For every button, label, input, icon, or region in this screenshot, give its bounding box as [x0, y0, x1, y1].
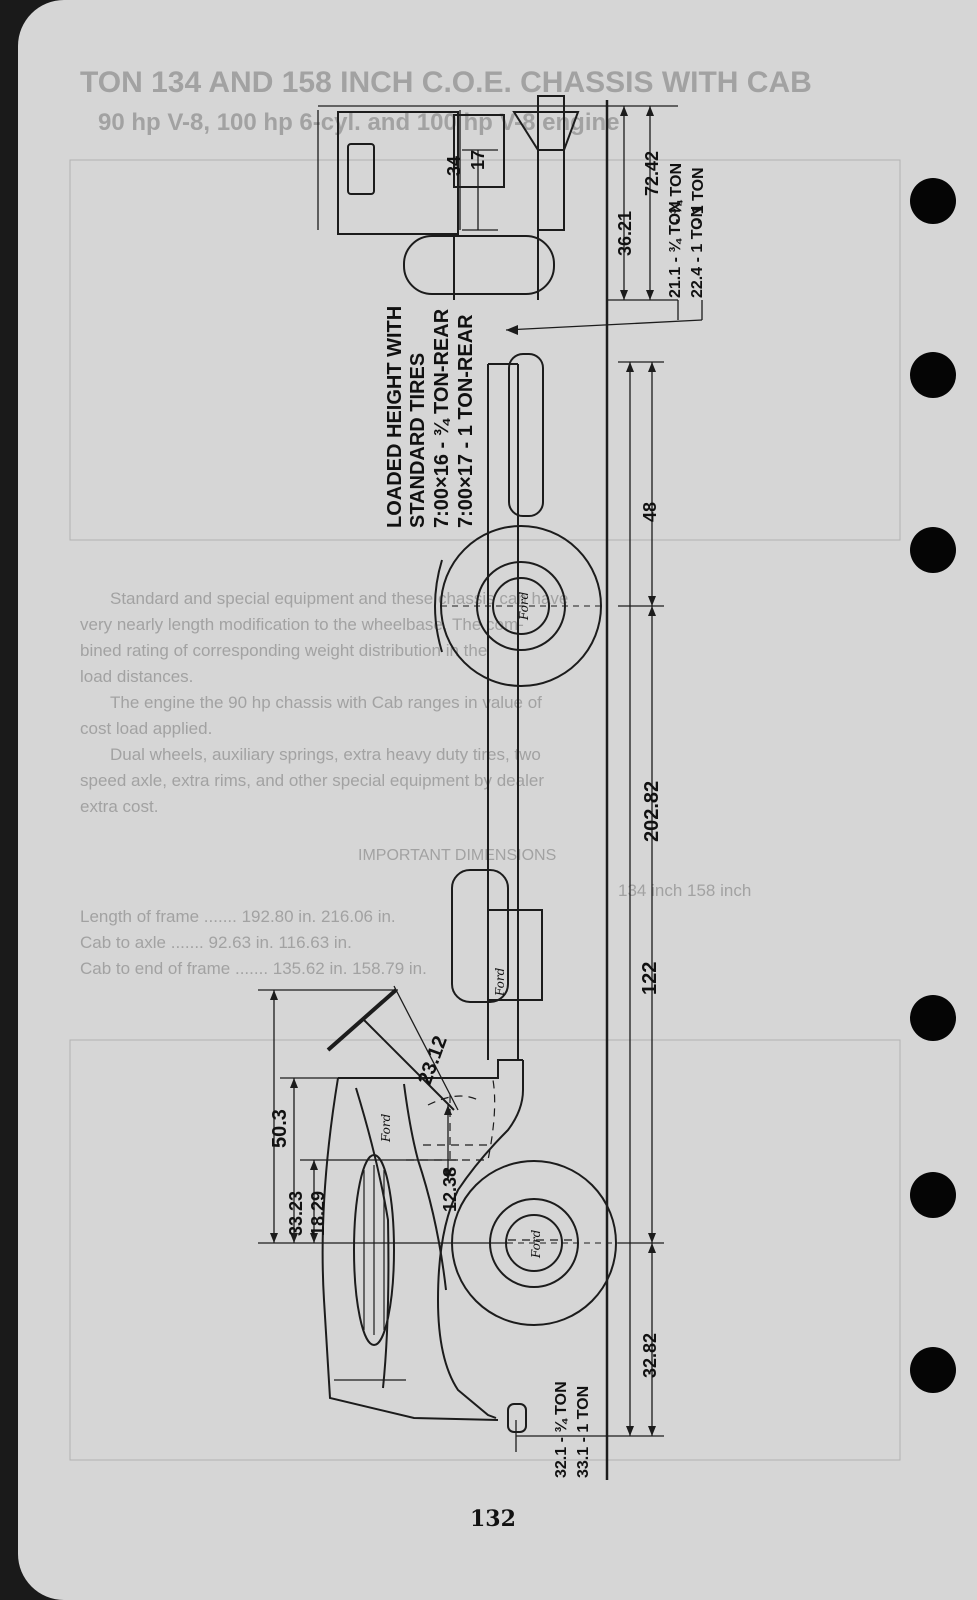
- ghost-text: The engine the 90 hp chassis with Cab ra…: [110, 693, 542, 712]
- ghost-text: 134 inch 158 inch: [618, 881, 751, 900]
- ghost-text: load distances.: [80, 667, 193, 686]
- dimension-lines: [258, 105, 703, 1452]
- catalog-page: TON 134 AND 158 INCH C.O.E. CHASSIS WITH…: [18, 0, 977, 1600]
- ghost-text: extra cost.: [80, 797, 158, 816]
- dim-label-33-23: 33.23: [286, 1191, 306, 1236]
- ford-script-logo: Ford: [493, 967, 507, 997]
- rear-wheel: [434, 525, 602, 687]
- ford-script-logo: Ford: [517, 591, 531, 621]
- fuel-tank: [451, 869, 509, 1003]
- dim-label-122: 122: [639, 962, 661, 995]
- dim-label-36-21: 36.21: [615, 211, 635, 256]
- dim-label-33-1: 33.1 - 1 TON: [575, 1386, 592, 1478]
- cab-and-hood: [321, 1059, 527, 1433]
- dim-label-17: 17: [468, 150, 488, 170]
- dimension-labels: LOADED HEIGHT WITH STANDARD TIRES 7:00×1…: [269, 150, 707, 1478]
- dimension-arrowheads: [270, 106, 656, 1436]
- front-bumper: [507, 1403, 527, 1433]
- coupler-roller: [403, 235, 555, 295]
- binder-hole: [910, 1172, 956, 1218]
- page-number: 132: [470, 1506, 516, 1532]
- ghost-text: Standard and special equipment and these…: [110, 589, 568, 608]
- dim-label-23-12: 23.12: [414, 1033, 452, 1088]
- coupler-box: [337, 111, 459, 235]
- steering-wheel: [326, 988, 455, 1111]
- dim-label-72-42-sub: - 1 TON: [690, 167, 707, 224]
- ghost-heading-1: TON 134 AND 158 INCH C.O.E. CHASSIS WITH…: [80, 66, 812, 99]
- ghost-text: very nearly length modification to the w…: [80, 615, 524, 634]
- ghost-heading-2: 90 hp V-8, 100 hp 6-cyl. and 100 hp V-8 …: [98, 109, 620, 136]
- bleed-through-text: TON 134 AND 158 INCH C.O.E. CHASSIS WITH…: [69, 66, 901, 1461]
- ghost-text: Dual wheels, auxiliary springs, extra he…: [110, 745, 541, 764]
- binder-hole: [910, 995, 956, 1041]
- dim-label-34: 34: [444, 156, 464, 176]
- binder-hole: [910, 1347, 956, 1393]
- dim-label-72-42: 72.42: [642, 151, 662, 196]
- ghost-text: speed axle, extra rims, and other specia…: [80, 771, 544, 790]
- loaded-height-label: 7:00×16 - ¾ TON-REAR: [431, 308, 453, 528]
- dim-label-21-1: 21.1 - ¾ TON: [667, 201, 684, 298]
- dim-label-12-38: 12.38: [440, 1167, 460, 1212]
- hidden-lines: [406, 1079, 578, 1241]
- dim-label-22-4: 22.4 - 1 TON: [689, 206, 706, 298]
- rear-spring: [508, 353, 544, 517]
- dim-label-50-3: 50.3: [269, 1109, 291, 1148]
- dim-label-202-82: 202.82: [641, 781, 663, 842]
- ghost-text: Cab to end of frame ....... 135.62 in. 1…: [80, 959, 427, 978]
- loaded-height-label: STANDARD TIRES: [407, 353, 429, 528]
- ghost-text: cost load applied.: [80, 719, 212, 738]
- ford-script-logo: Ford: [529, 1229, 543, 1259]
- dim-label-32-1: 32.1 - ¾ TON: [553, 1381, 570, 1478]
- chassis-frame: [487, 363, 519, 1060]
- ford-script-logo: Ford: [379, 1113, 393, 1143]
- running-board: [487, 909, 543, 1001]
- ghost-text: bined rating of corresponding weight dis…: [80, 641, 487, 660]
- dim-label-72-42-sub: - ¾ TON: [668, 163, 685, 224]
- rear-coupler: [337, 95, 580, 300]
- loaded-height-label: LOADED HEIGHT WITH: [384, 306, 406, 528]
- binder-hole: [910, 352, 956, 398]
- dim-label-32-82: 32.82: [640, 1333, 660, 1378]
- dim-label-18-29: 18.29: [308, 1191, 328, 1236]
- truck-side-elevation-diagram: TON 134 AND 158 INCH C.O.E. CHASSIS WITH…: [69, 66, 901, 1480]
- loaded-height-label: 7:00×17 - 1 TON-REAR: [455, 314, 477, 528]
- binder-hole: [910, 527, 956, 573]
- ghost-text: IMPORTANT DIMENSIONS: [358, 847, 556, 864]
- ghost-text: Cab to axle ....... 92.63 in. 116.63 in.: [80, 933, 352, 952]
- ghost-text: Length of frame ....... 192.80 in. 216.0…: [80, 907, 396, 926]
- dim-label-48: 48: [640, 502, 660, 522]
- binder-hole: [910, 178, 956, 224]
